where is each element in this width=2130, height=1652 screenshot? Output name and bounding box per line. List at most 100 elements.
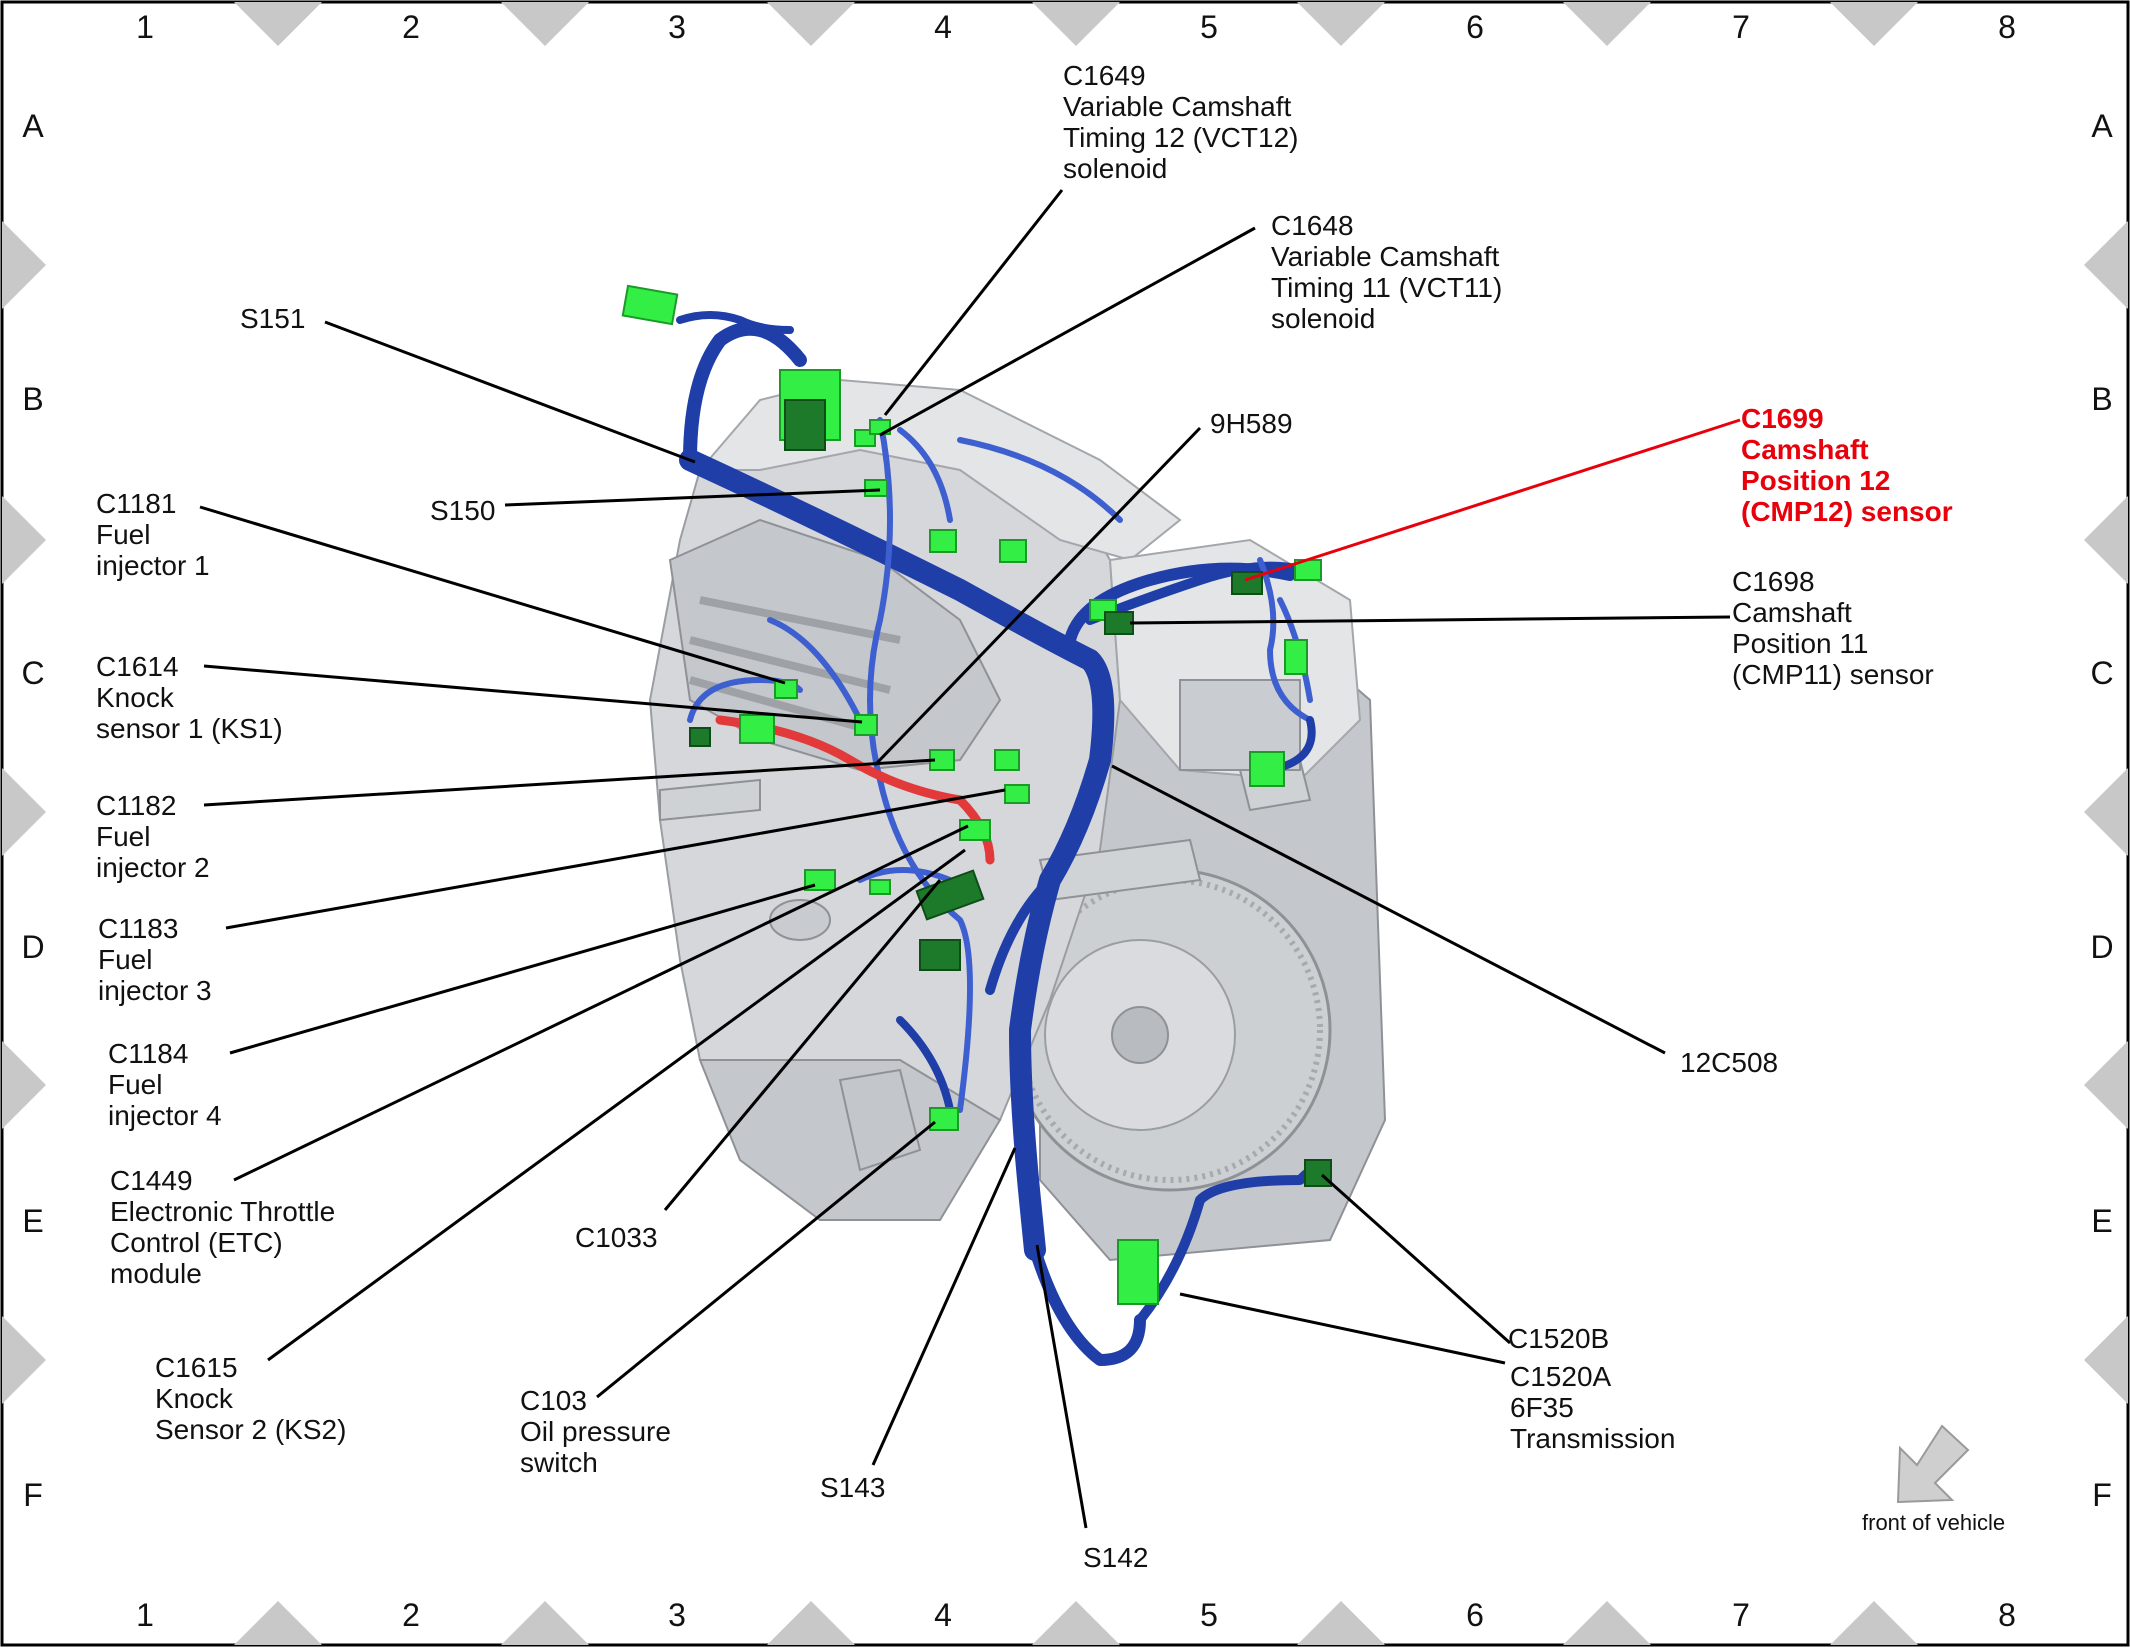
- grid-col-top-1: 1: [136, 9, 154, 45]
- grid-row-right-F: F: [2092, 1477, 2112, 1513]
- frame-marker-top-7: [1830, 2, 1918, 46]
- frame-marker-right-3: [2084, 768, 2128, 856]
- frame-marker-top-5: [1297, 2, 1385, 46]
- callout-line: switch: [520, 1447, 598, 1478]
- callout-line: C1449: [110, 1165, 193, 1196]
- grid-col-top-7: 7: [1732, 9, 1750, 45]
- grid-col-top-5: 5: [1200, 9, 1218, 45]
- callout-line: solenoid: [1063, 153, 1167, 184]
- callout-line: Timing 11 (VCT11): [1271, 272, 1502, 303]
- grid-col-bottom-1: 1: [136, 1597, 154, 1633]
- frame-marker-left-3: [2, 768, 46, 856]
- callout-line: Sensor 2 (KS2): [155, 1414, 346, 1445]
- callout-s143: S143: [820, 1472, 885, 1503]
- grid-col-top-3: 3: [668, 9, 686, 45]
- grid-col-bottom-8: 8: [1998, 1597, 2016, 1633]
- callout-line: Position 11: [1732, 628, 1868, 659]
- grid-col-bottom-7: 7: [1732, 1597, 1750, 1633]
- callout-line: injector 1: [96, 550, 210, 581]
- callout-line: C1033: [575, 1222, 658, 1253]
- callout-line: Variable Camshaft: [1063, 91, 1291, 122]
- frame-marker-left-2: [2, 496, 46, 584]
- callout-line: Control (ETC): [110, 1227, 283, 1258]
- callout-line: Camshaft: [1732, 597, 1852, 628]
- callout-line: injector 4: [108, 1100, 222, 1131]
- frame-marker-top-3: [767, 2, 855, 46]
- callout-line: Fuel: [96, 519, 150, 550]
- callout-line: C1648: [1271, 210, 1354, 241]
- callout-c1033: C1033: [575, 1222, 658, 1253]
- callout-line: Fuel: [108, 1069, 162, 1100]
- frame-marker-bottom-6: [1563, 1601, 1651, 1645]
- grid-col-top-8: 8: [1998, 9, 2016, 45]
- callout-line: C1520B: [1508, 1323, 1609, 1354]
- callout-line: Knock: [96, 682, 175, 713]
- frame-marker-left-1: [2, 221, 46, 309]
- frame-marker-bottom-2: [501, 1601, 589, 1645]
- callout-line: injector 3: [98, 975, 212, 1006]
- callout-line: C1182: [96, 790, 176, 821]
- frame-marker-top-6: [1563, 2, 1651, 46]
- callout-line: Timing 12 (VCT12): [1063, 122, 1298, 153]
- callout-line: C1649: [1063, 60, 1146, 91]
- frame-marker-bottom-4: [1032, 1601, 1120, 1645]
- grid-col-bottom-5: 5: [1200, 1597, 1218, 1633]
- callout-line: Fuel: [98, 944, 152, 975]
- grid-col-bottom-3: 3: [668, 1597, 686, 1633]
- frame-marker-right-1: [2084, 221, 2128, 309]
- front-of-vehicle-indicator: front of vehicle: [1862, 1424, 2005, 1535]
- callout-line: 6F35: [1510, 1392, 1574, 1423]
- frame-marker-bottom-7: [1830, 1601, 1918, 1645]
- frame-marker-left-5: [2, 1316, 46, 1404]
- grid-col-bottom-2: 2: [402, 1597, 420, 1633]
- grid-col-top-4: 4: [934, 9, 952, 45]
- grid-row-left-D: D: [21, 929, 44, 965]
- frame-marker-top-4: [1032, 2, 1120, 46]
- callout-line: Variable Camshaft: [1271, 241, 1499, 272]
- callout-line: S143: [820, 1472, 885, 1503]
- frame-marker-right-5: [2084, 1316, 2128, 1404]
- callout-line: Fuel: [96, 821, 150, 852]
- front-of-vehicle-label: front of vehicle: [1862, 1510, 2005, 1535]
- frame-marker-left-4: [2, 1041, 46, 1129]
- callout-line: C103: [520, 1385, 587, 1416]
- grid-row-left-A: A: [22, 108, 44, 144]
- frame-marker-right-4: [2084, 1041, 2128, 1129]
- callout-line: S151: [240, 303, 305, 334]
- callout-line: module: [110, 1258, 202, 1289]
- callout-s150: S150: [430, 495, 495, 526]
- callout-line: C1184: [108, 1038, 188, 1069]
- grid-row-right-A: A: [2091, 108, 2113, 144]
- connectors: [621, 284, 1332, 1305]
- callout-line: C1615: [155, 1352, 238, 1383]
- callout-line: solenoid: [1271, 303, 1375, 334]
- grid-col-top-6: 6: [1466, 9, 1484, 45]
- callout-line: Transmission: [1510, 1423, 1675, 1454]
- callout-line: Position 12: [1741, 465, 1890, 496]
- grid-row-left-F: F: [23, 1477, 43, 1513]
- callout-line: C1699: [1741, 403, 1824, 434]
- callout-line: C1520A: [1510, 1361, 1612, 1392]
- grid-col-top-2: 2: [402, 9, 420, 45]
- callout-line: C1181: [96, 488, 176, 519]
- grid-row-right-C: C: [2090, 655, 2113, 691]
- callout-line: Oil pressure: [520, 1416, 671, 1447]
- frame-marker-bottom-3: [767, 1601, 855, 1645]
- grid-row-left-B: B: [22, 381, 43, 417]
- callout-9h589: 9H589: [1210, 408, 1293, 439]
- callout-s151: S151: [240, 303, 305, 334]
